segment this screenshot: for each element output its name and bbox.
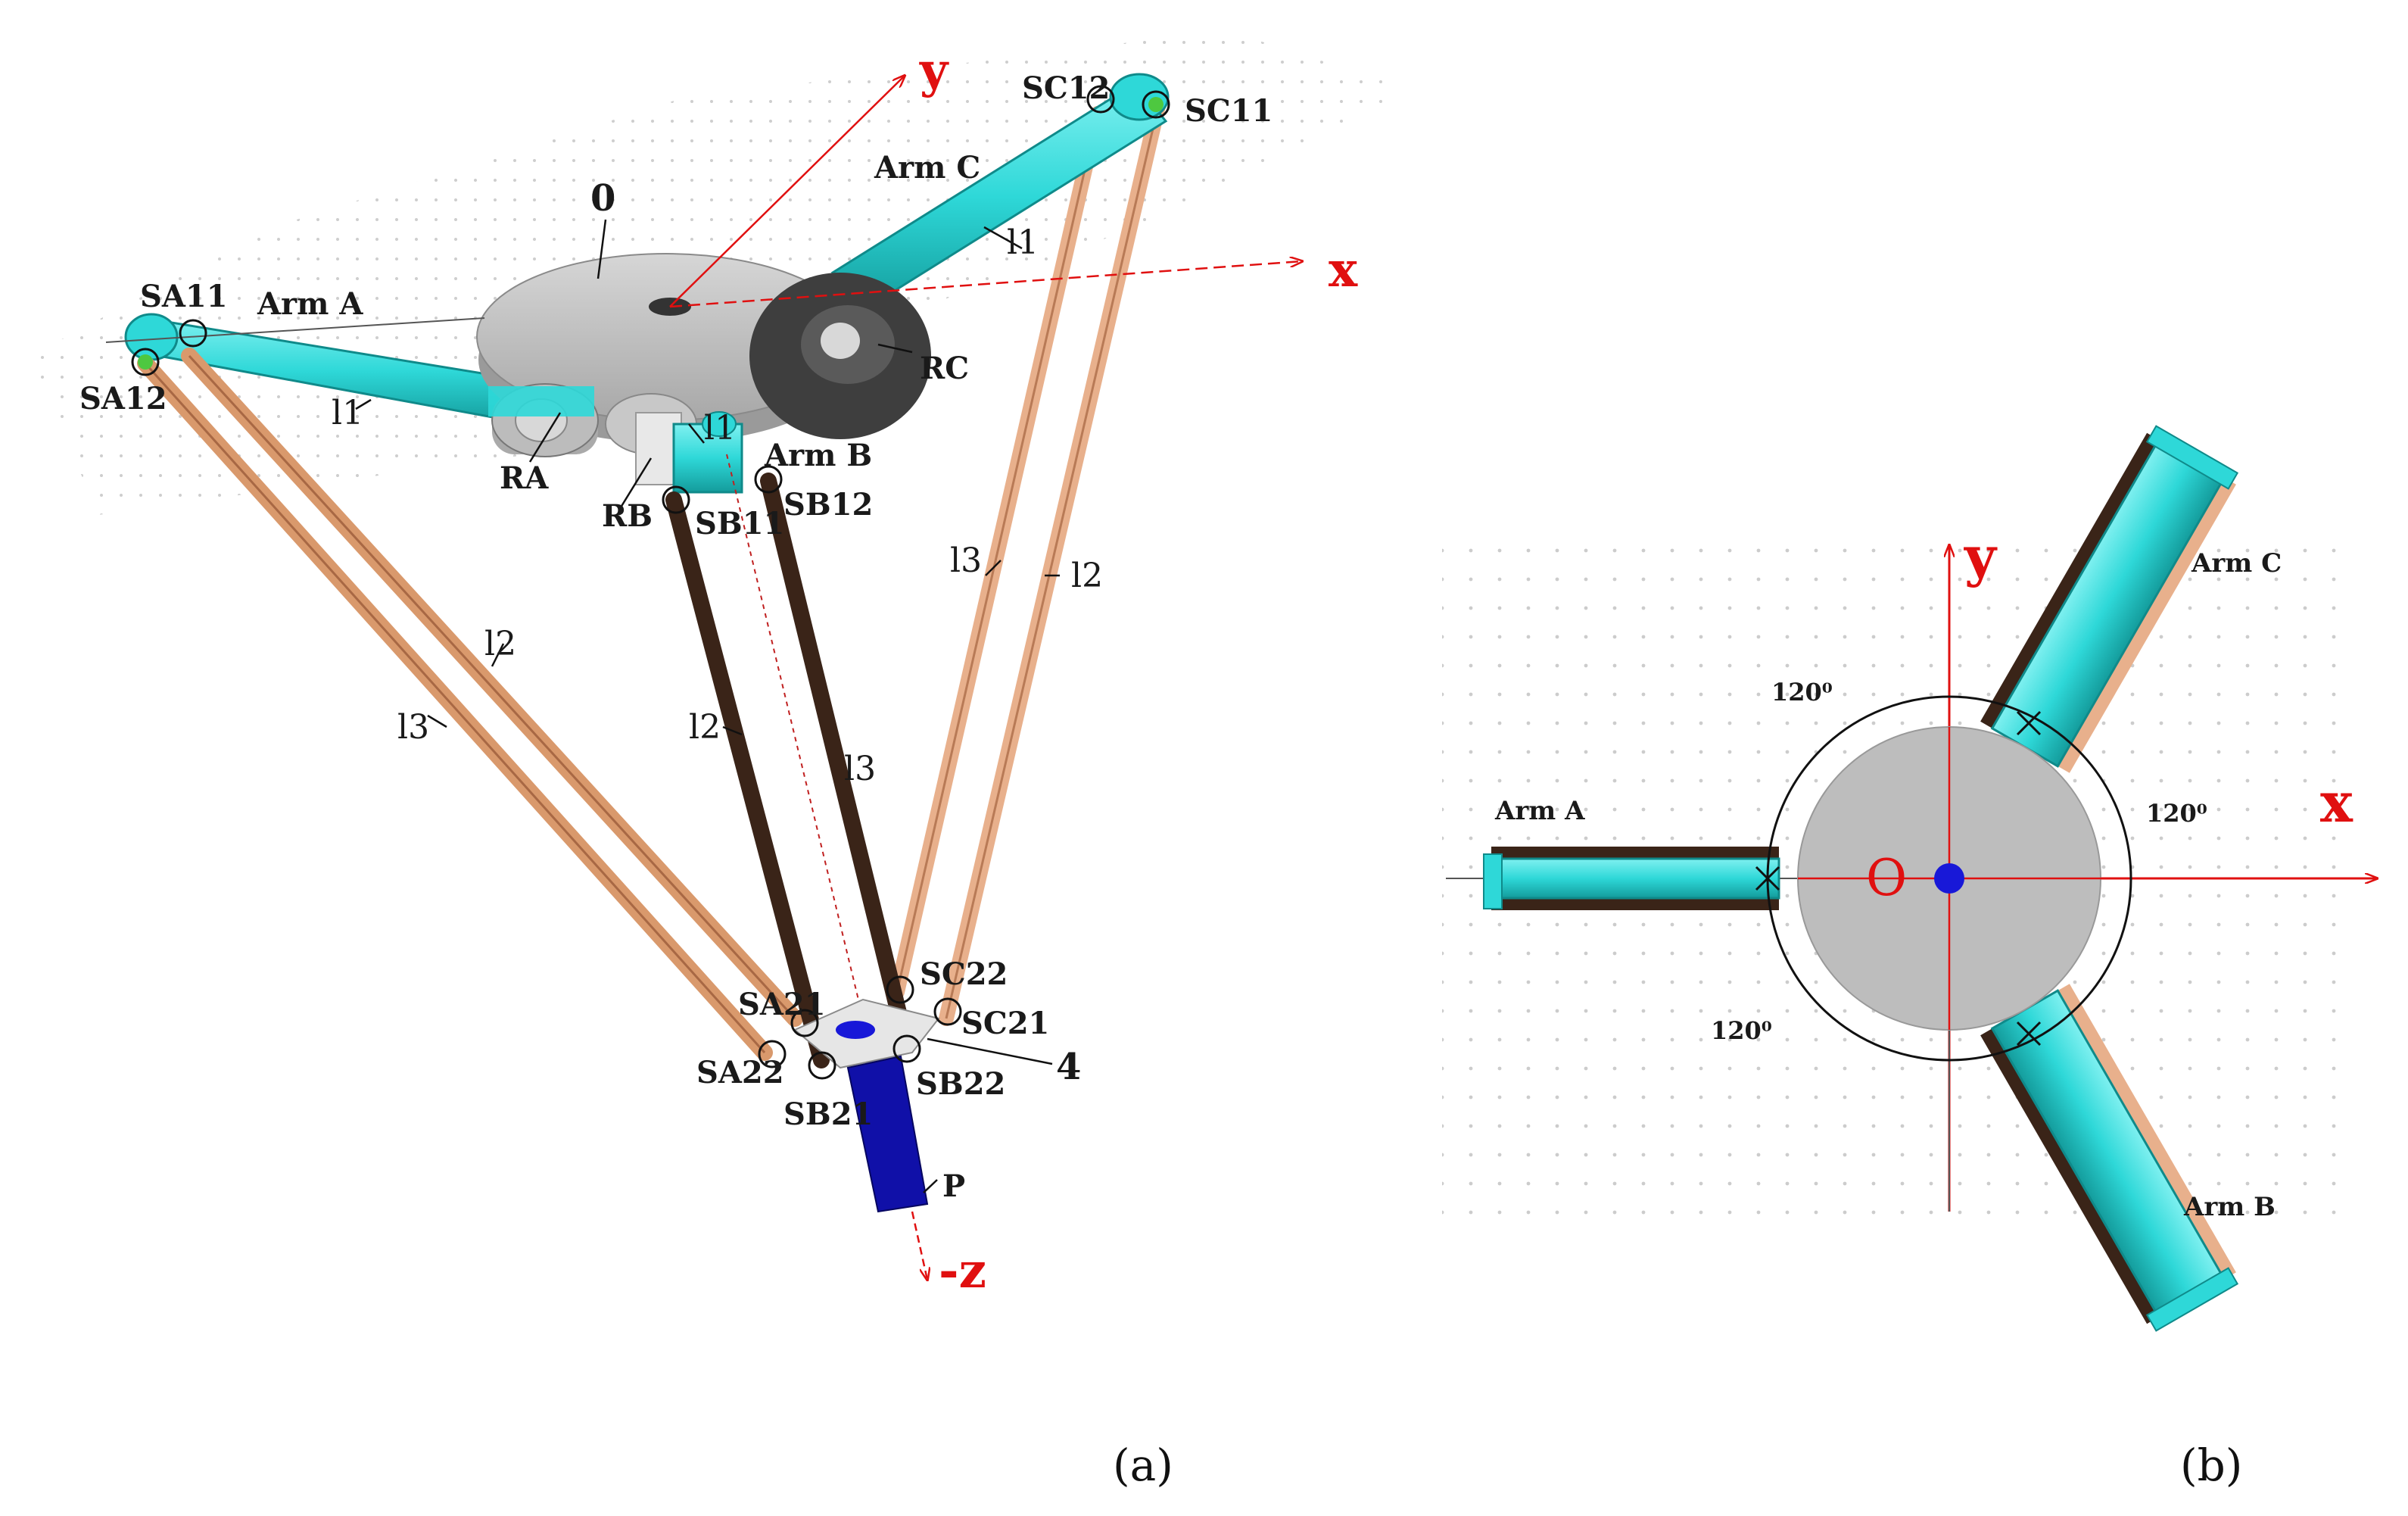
joint-sa11-label: SA11 bbox=[140, 279, 228, 314]
caption-a: (a) bbox=[1113, 1440, 1173, 1491]
angle-label-bottom: 120⁰ bbox=[1711, 1016, 1772, 1045]
arm-b-label-b: Arm B bbox=[2183, 1192, 2276, 1222]
rod-b-l2 bbox=[665, 491, 830, 1068]
origin-marker bbox=[1934, 863, 1964, 894]
arm-joint-cross-markers bbox=[1755, 710, 2042, 1047]
caption-b: (b) bbox=[2180, 1440, 2242, 1491]
joint-sb22-label: SB22 bbox=[916, 1066, 1005, 1102]
end-plate-label: 4 bbox=[1056, 1046, 1081, 1088]
joint-rc-label: RC bbox=[920, 351, 969, 386]
link-l2-label-c: l2 bbox=[1071, 557, 1103, 595]
joint-sa21-label: SA21 bbox=[738, 987, 826, 1022]
joint-sc22-label: SC22 bbox=[920, 956, 1008, 992]
joint-ra-label: RA bbox=[500, 460, 549, 496]
link-l3-label-c: l3 bbox=[950, 541, 982, 580]
arm-b-label-a: Arm B bbox=[764, 438, 872, 473]
joint-sa12-label: SA12 bbox=[79, 381, 167, 416]
angle-label-top: 120⁰ bbox=[1771, 678, 1833, 707]
center-axis-dashed bbox=[726, 454, 864, 1019]
y-axis-label-b: y bbox=[1964, 524, 1998, 588]
joint-sc12-label: SC12 bbox=[1022, 70, 1110, 106]
arm-b-top bbox=[1980, 984, 2239, 1332]
z-axis-a bbox=[911, 1211, 927, 1280]
arm-a-top bbox=[1483, 847, 1780, 910]
link-l3-label-b: l3 bbox=[844, 750, 876, 788]
x-axis-a bbox=[669, 261, 1302, 308]
joint-sb11-label: SB11 bbox=[695, 506, 784, 541]
z-axis-label-a: -z bbox=[939, 1243, 986, 1299]
motor-c bbox=[749, 273, 931, 439]
panel-a-3d-view: y x -z 0 4 P Arm A Arm B Arm C RA RB RC … bbox=[30, 30, 1416, 1491]
y-axis-a bbox=[669, 76, 905, 307]
link-l1-label-a: l1 bbox=[332, 394, 363, 432]
x-axis-label-b: x bbox=[2320, 770, 2353, 834]
joint-sc11-label: SC11 bbox=[1185, 93, 1273, 129]
link-l1-label-b: l1 bbox=[704, 409, 736, 448]
joint-sb12-label: SB12 bbox=[783, 487, 873, 522]
origin-label: O bbox=[1866, 849, 1907, 907]
tool-point-label: P bbox=[942, 1168, 965, 1204]
arm-a-label-a: Arm A bbox=[257, 286, 363, 322]
rod-b-l3 bbox=[760, 473, 913, 1046]
angle-label-right: 120⁰ bbox=[2146, 799, 2207, 828]
platform-label: 0 bbox=[590, 177, 615, 220]
arm-c-top bbox=[1980, 425, 2239, 773]
arm-a-label-b: Arm A bbox=[1494, 796, 1585, 826]
motor-b bbox=[605, 393, 743, 494]
spherical-joint-markers bbox=[131, 85, 1170, 1080]
link-l2-label-b: l2 bbox=[689, 708, 721, 747]
motor-a bbox=[488, 383, 599, 457]
joint-sa22-label: SA22 bbox=[696, 1055, 784, 1090]
link-l3-label-a: l3 bbox=[397, 708, 429, 747]
arm-c-label-a: Arm C bbox=[874, 150, 980, 186]
arm-c-label-b: Arm C bbox=[2191, 548, 2282, 579]
joint-sc21-label: SC21 bbox=[961, 1006, 1049, 1041]
panel-b-top-view: y x O Arm A Arm B Arm C 120⁰ 120⁰ 120⁰ (… bbox=[1442, 425, 2377, 1491]
joint-rb-label: RB bbox=[602, 498, 653, 534]
link-l1-label-c: l1 bbox=[1007, 223, 1039, 262]
arm-a-axis-line bbox=[105, 317, 485, 343]
link-l2-label-a: l2 bbox=[484, 625, 516, 663]
x-axis-label-a: x bbox=[1329, 242, 1358, 298]
y-axis-label-a: y bbox=[919, 42, 949, 99]
joint-sb21-label: SB21 bbox=[783, 1096, 873, 1132]
tool-cylinder bbox=[846, 1055, 929, 1213]
